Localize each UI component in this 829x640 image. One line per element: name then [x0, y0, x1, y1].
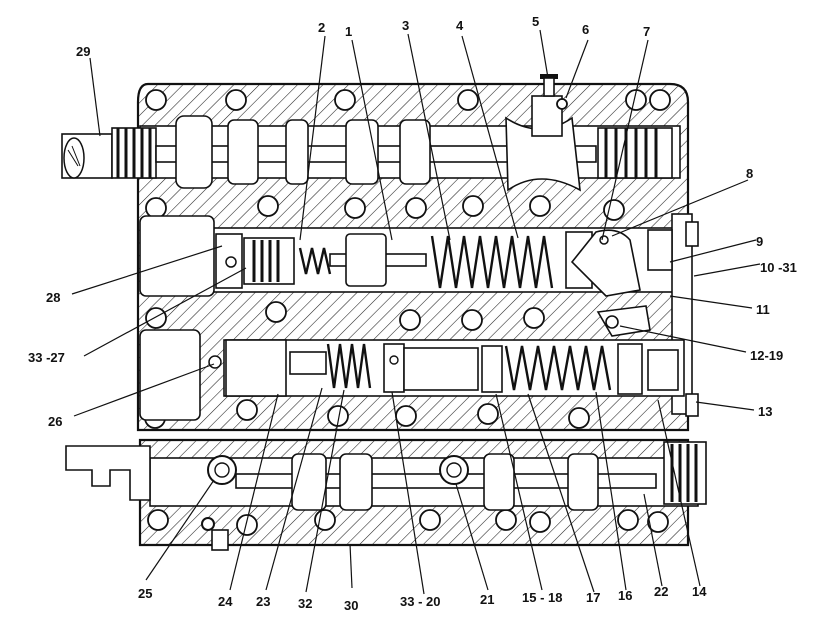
callout-6: 6	[582, 22, 589, 37]
callout-10-31: 10 -31	[760, 260, 797, 275]
callout-2: 2	[318, 20, 325, 35]
callout-15-18: 15 - 18	[522, 590, 562, 605]
callout-1: 1	[345, 24, 352, 39]
plug-grooves	[252, 240, 280, 282]
callout-24: 24	[218, 594, 233, 609]
callout-5: 5	[532, 14, 539, 29]
callout-29: 29	[76, 44, 90, 59]
regulator-valve-bore	[139, 329, 685, 421]
callout-3: 3	[402, 18, 409, 33]
callout-28: 28	[46, 290, 60, 305]
callout-13: 13	[758, 404, 772, 419]
callout-21: 21	[480, 592, 494, 607]
callout-16: 16	[618, 588, 632, 603]
callout-14: 14	[692, 584, 707, 599]
callout-7: 7	[643, 24, 650, 39]
manual-valve-grooves	[116, 128, 152, 178]
callout-30: 30	[344, 598, 358, 613]
kickdown-lever	[570, 229, 651, 337]
manual-valve-bore	[61, 74, 681, 192]
callout-33-20: 33 - 20	[400, 594, 440, 609]
callout-11: 11	[756, 302, 770, 317]
leader-lines	[71, 29, 761, 595]
callout-9: 9	[756, 234, 763, 249]
callout-23: 23	[256, 594, 270, 609]
callout-22: 22	[654, 584, 668, 599]
callout-8: 8	[746, 166, 753, 181]
callout-4: 4	[456, 18, 464, 33]
callout-25: 25	[138, 586, 152, 601]
callout-17: 17	[586, 590, 600, 605]
callout-labels: 2 1 3 4 5 6 7 8 9 10 -31 11 12-19 13 14 …	[28, 14, 797, 613]
callout-33-27: 33 -27	[28, 350, 65, 365]
end-plug-grooves	[670, 444, 698, 502]
callout-26: 26	[48, 414, 62, 429]
callout-12-19: 12-19	[750, 348, 783, 363]
callout-32: 32	[298, 596, 312, 611]
